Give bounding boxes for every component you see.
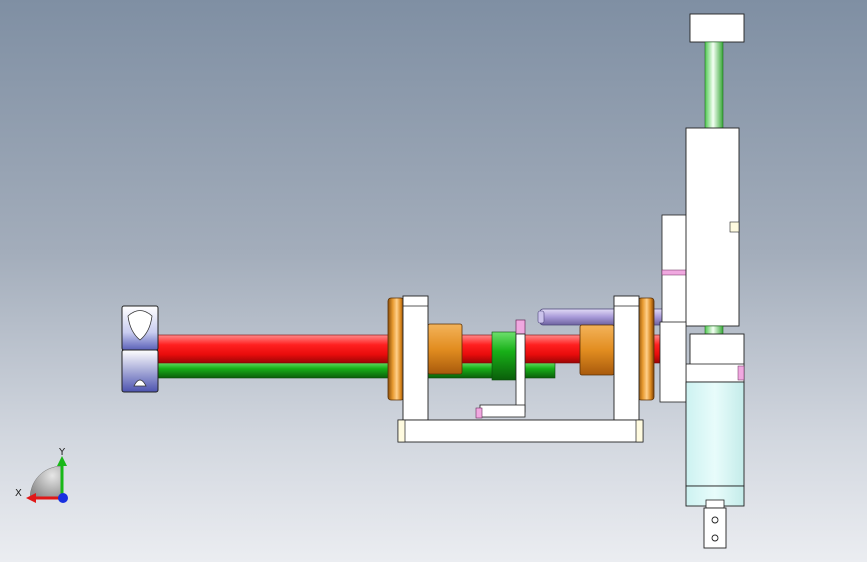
right-support-plate[interactable] [613, 295, 640, 421]
left-bearing-flange[interactable] [387, 297, 463, 401]
rod-end-clevis-icon[interactable] [703, 499, 727, 549]
cylinder-piston-rod[interactable] [704, 41, 724, 131]
pneumatic-cylinder-icon[interactable] [659, 13, 745, 403]
middle-bracket[interactable] [475, 319, 526, 419]
cylinder-connector[interactable] [689, 333, 745, 367]
cylinder-top-cap[interactable] [689, 13, 745, 43]
left-support-plate[interactable] [402, 295, 429, 421]
x-axis-arrowhead-icon [26, 493, 36, 503]
z-axis-icon [58, 493, 68, 503]
green-slider-block[interactable] [491, 331, 517, 381]
coordinate-triad: Y X [15, 447, 68, 503]
y-axis-label: Y [58, 447, 66, 458]
x-axis-label: X [15, 488, 22, 499]
triad-sector-icon [29, 465, 63, 499]
y-axis-arrowhead-icon [57, 456, 67, 466]
motor-icon[interactable] [685, 381, 745, 507]
right-bearing-flange[interactable] [579, 297, 655, 401]
end-clamp-icon[interactable] [121, 305, 159, 393]
base-plate[interactable] [397, 419, 644, 443]
